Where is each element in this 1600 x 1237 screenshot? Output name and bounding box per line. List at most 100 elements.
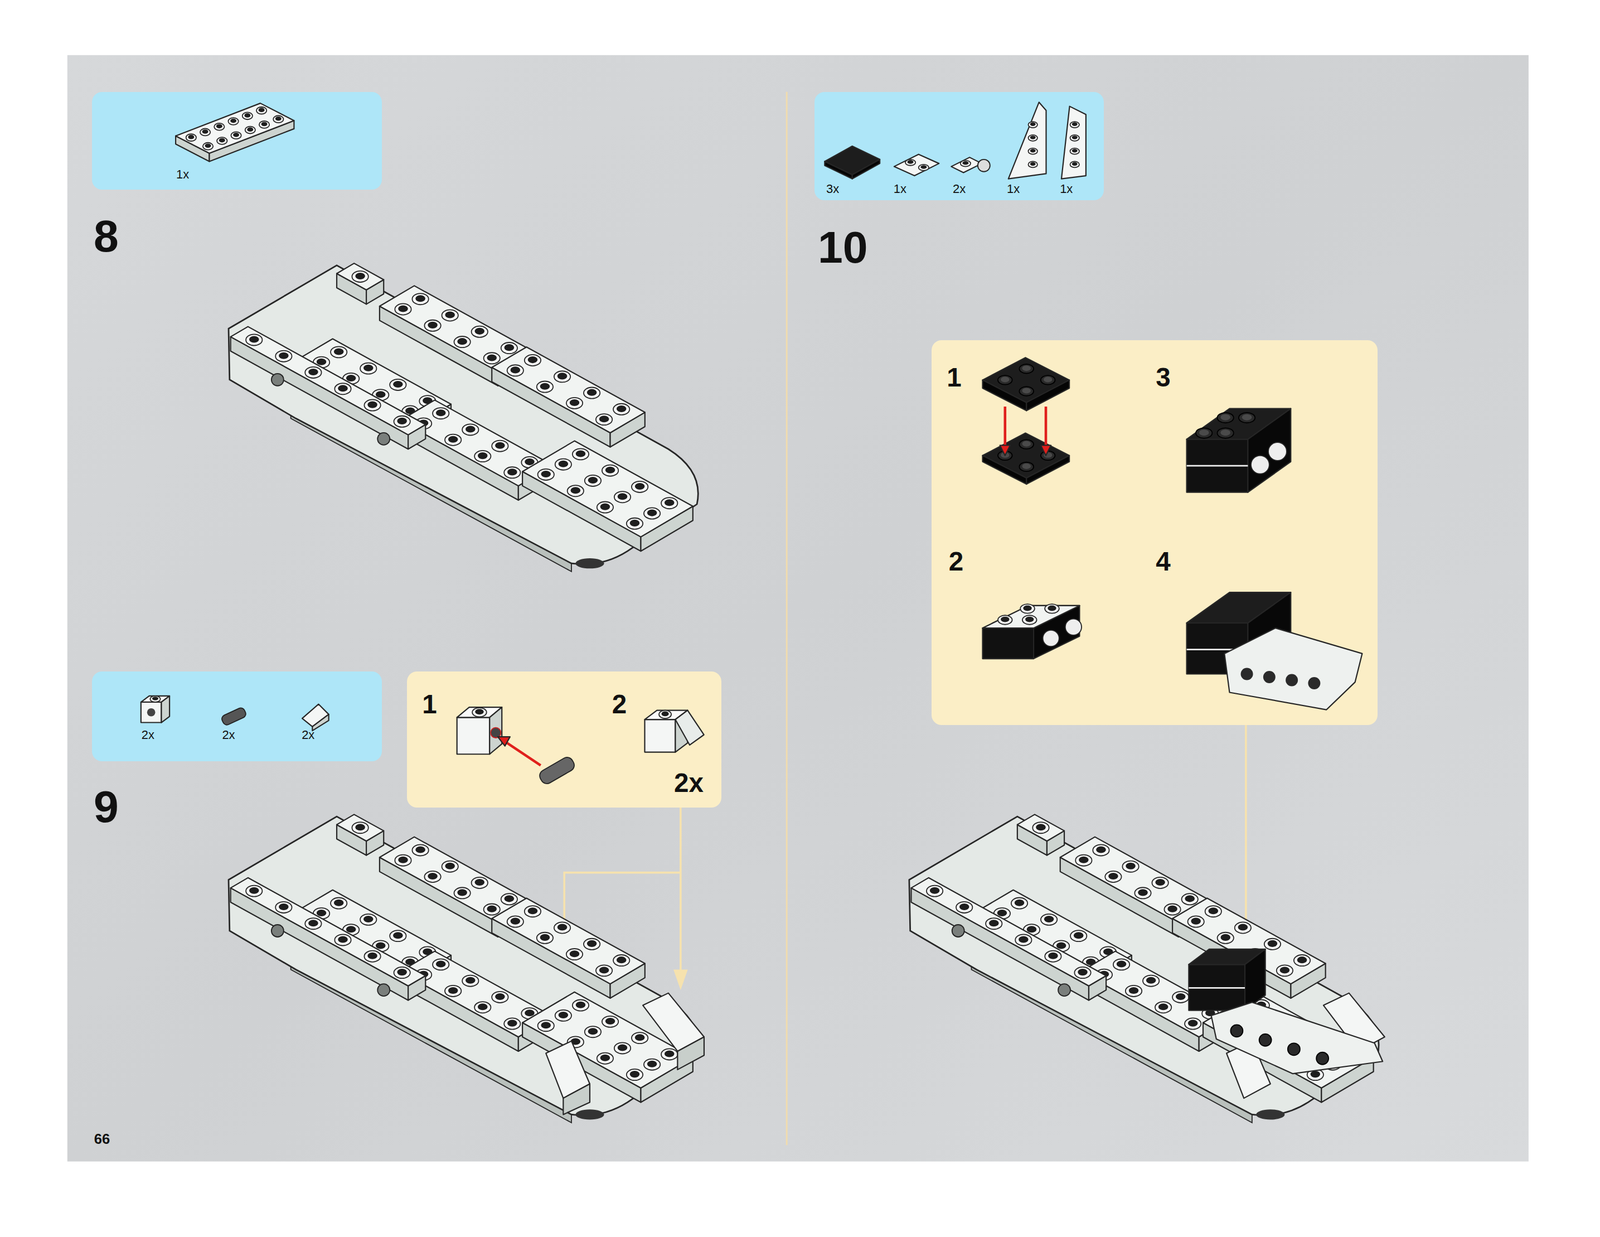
stud: [330, 346, 347, 358]
wedge-plate: [1211, 1001, 1384, 1074]
stud-top: [1029, 122, 1036, 126]
stud-top: [524, 1009, 535, 1016]
stud-top: [1137, 888, 1148, 896]
models: [228, 263, 1385, 1123]
stud-top: [661, 711, 669, 717]
wedge-plate: [1224, 627, 1362, 710]
stud: [394, 303, 411, 315]
stud: [454, 886, 471, 899]
stud: [1205, 905, 1222, 917]
stud: [1238, 411, 1255, 423]
stud-top: [427, 321, 438, 329]
stud: [394, 854, 411, 866]
stud: [394, 966, 411, 978]
red-arrow: [503, 740, 541, 766]
stud-top: [599, 415, 610, 423]
stud-top: [629, 1070, 640, 1078]
brick-top: [336, 263, 384, 290]
part-face: [824, 146, 880, 175]
stud: [661, 1048, 678, 1060]
stud-top: [444, 862, 455, 870]
stud-top: [367, 952, 378, 959]
stud: [1142, 975, 1160, 987]
stud: [1217, 427, 1234, 438]
stud-top: [587, 389, 598, 396]
stud: [149, 695, 160, 702]
stud: [411, 844, 429, 856]
stud-top: [1044, 915, 1055, 923]
stud: [360, 362, 377, 375]
hole: [1316, 1051, 1329, 1065]
stud: [918, 164, 929, 171]
callout-number: 1: [946, 364, 962, 391]
stud-top: [337, 384, 348, 392]
stud-top: [1000, 376, 1010, 382]
stud-top: [1014, 899, 1025, 906]
stud: [507, 364, 524, 376]
stud: [626, 1068, 643, 1080]
stud-top: [558, 460, 569, 468]
callout-number: 2: [612, 690, 627, 718]
stud-top: [346, 925, 357, 933]
stud: [1032, 821, 1049, 833]
brick-top: [522, 440, 693, 537]
stud: [304, 366, 322, 378]
stud-top: [540, 933, 551, 941]
stud-top: [510, 917, 521, 925]
technic-hole: [377, 432, 390, 445]
stud-top: [1078, 856, 1089, 863]
stud-top: [427, 872, 438, 880]
stud: [444, 985, 462, 997]
part-icons: [931, 340, 1378, 725]
stud: [330, 897, 347, 909]
stud-top: [495, 442, 506, 449]
stud: [444, 434, 462, 446]
stud: [1122, 860, 1139, 872]
stud-top: [1238, 923, 1249, 931]
stud: [554, 921, 571, 933]
hole: [1287, 1042, 1301, 1055]
step-number: 9: [93, 783, 119, 829]
brick-top: [491, 897, 646, 984]
stud-top: [634, 1033, 646, 1041]
stud: [1181, 893, 1199, 905]
stud: [244, 125, 255, 134]
stud-top: [1190, 917, 1201, 925]
box-front: [457, 717, 491, 755]
stud: [926, 885, 943, 897]
stud: [351, 270, 368, 283]
stud-top: [1220, 933, 1231, 941]
stud: [1019, 439, 1035, 449]
brick-top: [230, 877, 426, 986]
callout-number: 1: [422, 690, 437, 718]
stud: [1217, 411, 1234, 423]
stud-top: [1022, 440, 1031, 446]
stud: [566, 397, 583, 409]
stud: [584, 474, 601, 487]
stud: [442, 309, 459, 321]
stud: [536, 381, 554, 393]
stud: [503, 1017, 521, 1029]
ball-joint: [1043, 629, 1060, 646]
stud-top: [1022, 604, 1032, 611]
stud-top: [557, 923, 568, 931]
stud-top: [540, 470, 551, 478]
stud-top: [216, 123, 223, 129]
stud-top: [444, 311, 455, 319]
stud: [454, 336, 471, 348]
stud-top: [1048, 952, 1059, 959]
stud: [614, 491, 631, 503]
stud-top: [647, 509, 658, 517]
ball-joint: [977, 159, 990, 172]
stud: [583, 386, 600, 399]
stud-top: [527, 907, 538, 914]
sub-assembly-box: 1324: [931, 340, 1378, 725]
stud: [613, 403, 630, 415]
model-step-10: [909, 813, 1385, 1123]
stud: [256, 106, 267, 114]
ball-joint: [1065, 618, 1082, 635]
stud-top: [1071, 148, 1078, 153]
quantity-label: 2x: [301, 728, 315, 741]
parts-list-box: 1x: [91, 91, 382, 191]
stud: [273, 115, 284, 123]
